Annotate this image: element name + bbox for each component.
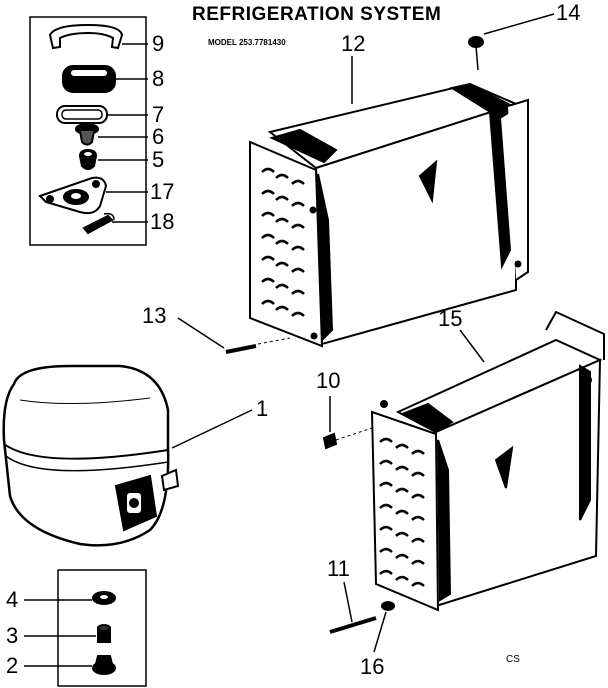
callout-9: 9 <box>152 31 165 56</box>
mount-parts-box <box>57 569 147 687</box>
callout-16: 16 <box>360 654 385 679</box>
model-number: MODEL 253.7781430 <box>208 38 286 47</box>
callout-17: 17 <box>150 179 175 204</box>
callout-4: 4 <box>6 587 19 612</box>
callout-11: 11 <box>327 556 350 581</box>
part-5-grommet <box>78 148 148 170</box>
part-17-mounting-plate <box>38 176 148 215</box>
callout-13: 13 <box>142 303 167 328</box>
part-3-spacer <box>24 624 111 643</box>
callout-10: 10 <box>316 368 341 393</box>
part-4-washer <box>24 591 116 605</box>
callout-8: 8 <box>152 66 165 91</box>
callout-6: 6 <box>152 124 165 149</box>
part-11-rod <box>329 581 377 634</box>
part-13-pin <box>177 317 291 354</box>
part-8-bumper <box>62 65 148 93</box>
callout-1: 1 <box>256 396 269 421</box>
small-parts-box <box>29 16 147 246</box>
part-18-clip <box>82 212 148 235</box>
callout-7: 7 <box>152 102 165 127</box>
callout-12: 12 <box>341 31 366 56</box>
part-1-compressor <box>2 364 253 547</box>
part-16-nut <box>373 601 395 653</box>
callout-18: 18 <box>150 209 175 234</box>
callout-3: 3 <box>6 623 19 648</box>
part-10-bolt <box>322 396 373 450</box>
footer-code: CS <box>506 654 520 665</box>
part-2-bolt <box>24 655 116 675</box>
part-6-grommet <box>75 123 148 146</box>
part-7-gasket <box>56 105 148 124</box>
part-12-condenser-coil <box>249 56 529 348</box>
callout-5: 5 <box>152 147 165 172</box>
diagram-title: REFRIGERATION SYSTEM <box>192 4 442 25</box>
part-14-screw <box>468 13 555 71</box>
part-9-strap <box>48 23 148 50</box>
callout-14: 14 <box>556 0 581 25</box>
callout-2: 2 <box>6 653 19 678</box>
part-15-evaporator-coil <box>370 310 605 612</box>
callout-15: 15 <box>438 306 463 331</box>
